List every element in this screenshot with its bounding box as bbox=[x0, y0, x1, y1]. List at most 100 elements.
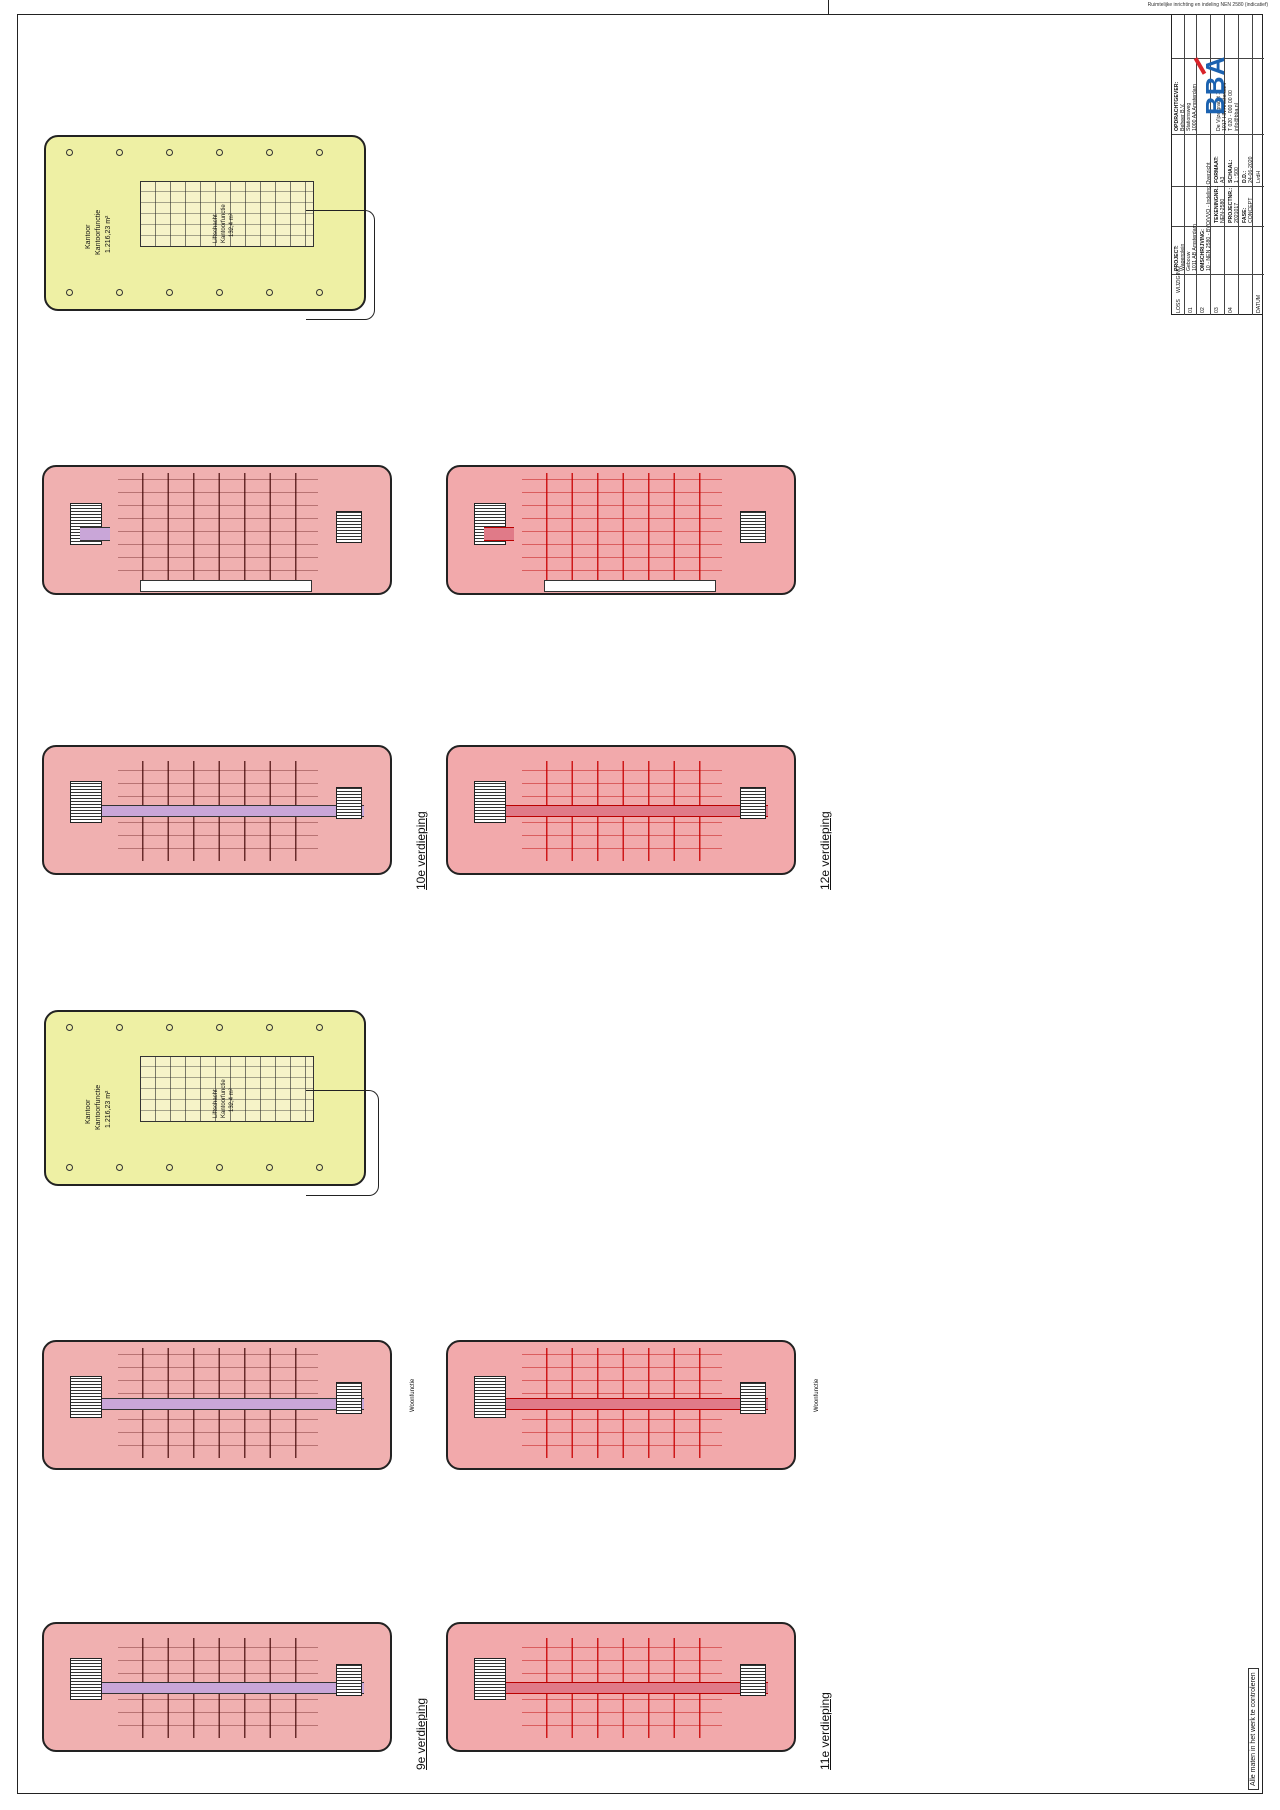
field-value: A3 bbox=[1220, 176, 1226, 183]
corridor bbox=[478, 805, 768, 817]
stair-core bbox=[474, 781, 506, 823]
stair-core bbox=[474, 1376, 506, 1418]
residential-plan-lower-left bbox=[42, 1340, 392, 1470]
residential-plan-floor-10 bbox=[42, 745, 392, 875]
office-floor-plan-top: Kantoor Kantoorfunctie 1.216,23 m² Lifts… bbox=[44, 135, 366, 311]
rev-header-date: DATUM bbox=[1256, 294, 1262, 313]
balcony-strip bbox=[140, 580, 312, 592]
office-core bbox=[140, 181, 314, 247]
corridor bbox=[80, 527, 110, 541]
office-function-label: Kantoor bbox=[85, 224, 92, 249]
floor-label-10: 10e verdieping bbox=[414, 811, 428, 890]
column-marker bbox=[166, 1024, 173, 1031]
field-value: 1 : 500 bbox=[1234, 167, 1240, 183]
corridor bbox=[74, 805, 364, 817]
field-value: 24-06-2020 bbox=[1248, 156, 1254, 183]
column-marker bbox=[166, 1164, 173, 1171]
column-marker bbox=[66, 1024, 73, 1031]
field-value: 2021017 bbox=[1234, 202, 1240, 223]
corridor bbox=[484, 527, 514, 541]
sheet-top-note: Ruimtelijke inrichting en indeling NEN 2… bbox=[1147, 2, 1268, 8]
residential-plan-floor-11 bbox=[446, 1622, 796, 1752]
floor-label-11: 11e verdieping bbox=[818, 1692, 832, 1770]
column-marker bbox=[116, 289, 123, 296]
office-annex-outline bbox=[306, 210, 375, 320]
residential-plan-upper-right bbox=[446, 465, 796, 595]
office-function-label: Kantoorfunctie bbox=[95, 1084, 102, 1130]
stair-core bbox=[70, 781, 102, 823]
stair-core bbox=[740, 1382, 766, 1414]
column-marker bbox=[116, 149, 123, 156]
stair-core bbox=[336, 1382, 362, 1414]
rev-row: 03 bbox=[1214, 307, 1220, 313]
floor-label-9: 9e verdieping bbox=[414, 1697, 428, 1770]
corridor bbox=[478, 1398, 768, 1410]
column-marker bbox=[316, 149, 323, 156]
description-text: 10 - NEN 2580 - BVO/VVO - Indeling Overz… bbox=[1206, 162, 1212, 271]
corridor bbox=[478, 1682, 768, 1694]
rev-row: 01 bbox=[1188, 307, 1194, 313]
drawing-frame bbox=[17, 14, 1263, 1794]
residential-plan-floor-9 bbox=[42, 1622, 392, 1752]
field-value: CONCEPT bbox=[1248, 197, 1254, 223]
stair-core bbox=[740, 787, 766, 819]
unit-walls bbox=[522, 473, 722, 583]
balcony-strip bbox=[544, 580, 716, 592]
field-value: NEN-2580 bbox=[1220, 198, 1226, 223]
office-function-label: Kantoorfunctie bbox=[95, 209, 102, 255]
stair-core bbox=[740, 1664, 766, 1696]
residential-plan-lower-right bbox=[446, 1340, 796, 1470]
stair-core bbox=[336, 1664, 362, 1696]
column-marker bbox=[116, 1164, 123, 1171]
column-marker bbox=[216, 1024, 223, 1031]
column-marker bbox=[316, 289, 323, 296]
footer-note: Alle maten in het werk te controleren bbox=[1248, 1668, 1259, 1790]
tb-divider bbox=[1238, 15, 1239, 315]
column-marker bbox=[266, 289, 273, 296]
stair-core bbox=[336, 787, 362, 819]
rev-row: 04 bbox=[1228, 307, 1234, 313]
office-area-label: 1.216,23 m² bbox=[105, 1090, 112, 1128]
tb-col-divider bbox=[1172, 134, 1264, 135]
column-marker bbox=[266, 149, 273, 156]
office-function-label: Kantoor bbox=[85, 1099, 92, 1124]
office-core bbox=[140, 1056, 314, 1122]
column-marker bbox=[316, 1024, 323, 1031]
core-area-label: 132,4 m² bbox=[229, 1088, 235, 1112]
column-marker bbox=[66, 1164, 73, 1171]
corridor bbox=[74, 1398, 364, 1410]
corridor bbox=[74, 1682, 364, 1694]
stair-core bbox=[336, 511, 362, 543]
tb-col-divider bbox=[1172, 226, 1264, 227]
unit-function-label: Woonfunctie bbox=[814, 1378, 820, 1412]
floor-label-12: 12e verdieping bbox=[818, 811, 832, 890]
column-marker bbox=[166, 149, 173, 156]
field-value: LvdH bbox=[1256, 170, 1262, 183]
column-marker bbox=[66, 289, 73, 296]
core-area-label: 132,4 m² bbox=[229, 213, 235, 237]
stair-core bbox=[70, 1658, 102, 1700]
column-marker bbox=[316, 1164, 323, 1171]
stair-core bbox=[474, 1658, 506, 1700]
column-marker bbox=[266, 1164, 273, 1171]
column-marker bbox=[66, 149, 73, 156]
column-marker bbox=[216, 289, 223, 296]
residential-plan-floor-12 bbox=[446, 745, 796, 875]
tb-col-divider bbox=[1172, 274, 1264, 275]
column-marker bbox=[116, 1024, 123, 1031]
address-line: info@bba.nl bbox=[1234, 103, 1240, 131]
stair-core bbox=[70, 1376, 102, 1418]
sheet-top-tick bbox=[828, 0, 829, 15]
office-area-label: 1.216,23 m² bbox=[105, 215, 112, 253]
client-line: 1000 AA Amsterdam bbox=[1192, 83, 1198, 131]
office-annex-outline bbox=[306, 1090, 379, 1196]
title-block-content: LOSS WIJZIGING 01 02 03 04 DATUM PROJECT… bbox=[1172, 15, 1264, 315]
column-marker bbox=[216, 149, 223, 156]
unit-walls bbox=[118, 473, 318, 583]
residential-plan-upper-left bbox=[42, 465, 392, 595]
stair-core bbox=[740, 511, 766, 543]
column-marker bbox=[216, 1164, 223, 1171]
bba-logo: BBA bbox=[1200, 55, 1230, 115]
project-line: 1011 AB Amsterdam bbox=[1192, 224, 1198, 271]
title-block: LOSS WIJZIGING 01 02 03 04 DATUM PROJECT… bbox=[1171, 15, 1264, 315]
